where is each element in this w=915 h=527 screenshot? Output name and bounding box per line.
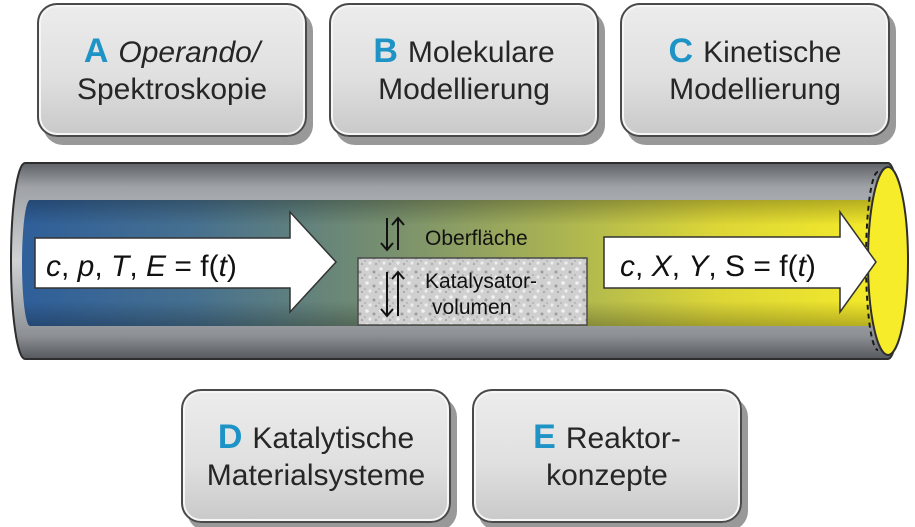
box-d-line2: Materialsysteme (206, 458, 426, 492)
box-e-line2: konzepte (546, 458, 668, 492)
box-kinetic-modeling: C Kinetische Modellierung (620, 3, 890, 137)
box-b-line1: Molekulare (407, 35, 555, 69)
box-e-line1: Reaktor- (565, 421, 681, 455)
surface-label: Oberfläche (425, 227, 528, 250)
outlet-arrow (603, 209, 877, 315)
box-a-line2: Spektroskopie (76, 72, 268, 106)
box-b-line2: Modellierung (378, 72, 550, 106)
box-e-letter: E (533, 417, 556, 456)
box-c-line1: Kinetische (703, 35, 842, 69)
box-b-letter: B (373, 31, 398, 70)
surface-exchange-arrows (380, 216, 405, 252)
outlet-label: c, X, Y, S = f(t) (620, 250, 816, 283)
volume-label-2: volumen (432, 296, 511, 319)
inlet-label: c, p, T, E = f(t) (46, 250, 237, 283)
box-molecular-modeling: B Molekulare Modellierung (329, 3, 599, 137)
box-c-letter: C (668, 31, 694, 70)
box-a-letter: A (83, 31, 109, 70)
volume-label-1: Katalysator- (425, 270, 537, 293)
catalyst-volume (357, 257, 588, 326)
box-catalytic-material-systems: D Katalytische Materialsysteme (181, 389, 451, 523)
volume-exchange-arrows (380, 270, 405, 318)
box-c-line2: Modellierung (669, 72, 841, 106)
inlet-arrow (34, 210, 338, 314)
box-operando-spectroscopy: A Operando/ Spektroskopie (37, 3, 307, 137)
box-d-line1: Katalytische (252, 421, 415, 455)
box-d-letter: D (217, 417, 243, 456)
box-a-line1: Operando/ (118, 35, 261, 69)
box-reactor-concepts: E Reaktor- konzepte (472, 389, 742, 523)
